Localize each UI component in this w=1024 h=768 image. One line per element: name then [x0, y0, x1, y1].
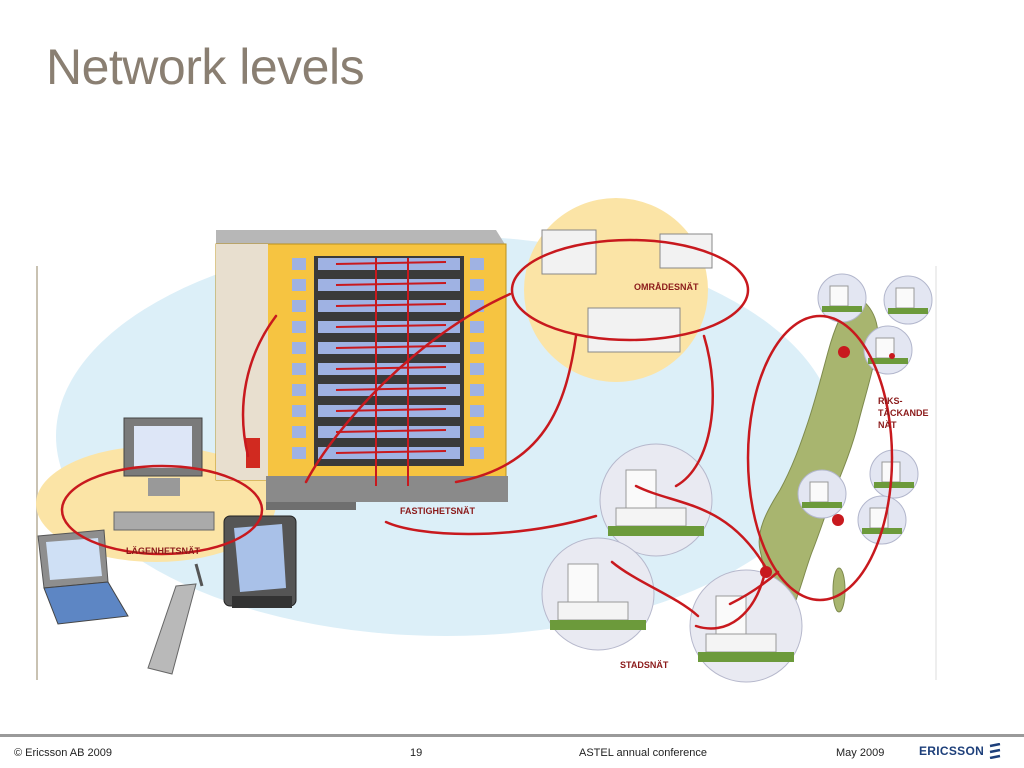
side-window	[292, 447, 306, 459]
lawn	[802, 502, 842, 508]
lawn	[822, 306, 862, 312]
side-window	[470, 405, 484, 417]
side-window	[292, 405, 306, 417]
lawn	[868, 358, 908, 364]
link-area-down	[454, 334, 578, 484]
link-area-to-city	[674, 334, 714, 488]
city-building-clusters	[541, 443, 803, 683]
building-floors	[292, 258, 484, 486]
network-links	[60, 238, 894, 630]
floor-cable	[335, 345, 447, 349]
floor-cable	[335, 282, 447, 286]
side-window	[292, 300, 306, 312]
floor-cable	[335, 366, 447, 370]
lawn	[550, 620, 646, 630]
apartment-ring	[60, 464, 264, 556]
low-block	[557, 601, 629, 621]
link-city-lower	[610, 560, 700, 618]
label-area-network: OMRÅDESNÄT	[634, 282, 699, 292]
side-window	[292, 279, 306, 291]
label-apartment-network: LÄGENHETSNÄT	[126, 546, 201, 556]
label-national-line-3: NÄT	[878, 420, 897, 430]
side-window	[470, 342, 484, 354]
lawn	[874, 482, 914, 488]
label-city-network: STADSNÄT	[620, 660, 669, 670]
national-nodes	[760, 346, 895, 578]
mobile-phone	[147, 563, 204, 675]
link-building-to-city	[384, 514, 598, 536]
floor-cable	[335, 408, 447, 412]
ericsson-logo: ERICSSON	[919, 743, 1002, 759]
floor-cable	[335, 303, 447, 307]
label-national-line-1: RIKS-	[878, 396, 903, 406]
lawn	[608, 526, 704, 536]
footer-page-number: 19	[410, 747, 423, 759]
floor-cable	[335, 324, 447, 328]
tower-block	[829, 285, 849, 307]
side-window	[470, 426, 484, 438]
side-window	[470, 447, 484, 459]
area-ring	[510, 238, 750, 342]
lawn	[698, 652, 794, 662]
side-window	[470, 321, 484, 333]
side-window	[470, 363, 484, 375]
lawn	[888, 308, 928, 314]
label-building-network: FASTIGHETSNÄT	[400, 506, 476, 516]
floor-cable	[335, 261, 447, 265]
logo-wordmark: ERICSSON	[919, 744, 985, 758]
laptop-computer	[37, 529, 129, 625]
side-window	[470, 279, 484, 291]
footer-copyright: © Ericsson AB 2009	[14, 747, 112, 759]
label-national-line-2: TÄCKANDE	[878, 408, 929, 418]
footer-conference: ASTEL annual conference	[579, 747, 708, 759]
side-window	[292, 363, 306, 375]
slide-title: Network levels	[46, 39, 365, 95]
side-window	[292, 426, 306, 438]
floor-cable	[335, 450, 447, 454]
television	[223, 515, 297, 608]
low-block	[615, 507, 687, 527]
side-window	[292, 384, 306, 396]
desktop-computer	[113, 417, 215, 531]
national-ring	[746, 314, 894, 602]
side-window	[470, 384, 484, 396]
side-window	[470, 258, 484, 270]
tower-block	[895, 287, 915, 309]
link-building-to-apartment	[241, 314, 278, 458]
floor-cable	[335, 429, 447, 433]
ericsson-mark-icon	[989, 743, 1001, 759]
footer-date: May 2009	[836, 747, 885, 759]
network-levels-diagram: FASTIGHETSNÄT LÄGENHETSNÄT OMRÅDESNÄT ST…	[36, 198, 937, 683]
link-building-to-area	[304, 292, 512, 484]
side-window	[292, 321, 306, 333]
gotland-island	[832, 567, 846, 613]
link-city-chain	[634, 484, 768, 630]
low-block	[705, 633, 777, 653]
tower-block	[809, 481, 829, 503]
footer-divider	[0, 734, 1024, 737]
floor-cable	[335, 387, 447, 391]
side-window	[292, 258, 306, 270]
link-national-left	[728, 570, 780, 606]
side-window	[292, 342, 306, 354]
national-building-clusters	[797, 273, 933, 545]
